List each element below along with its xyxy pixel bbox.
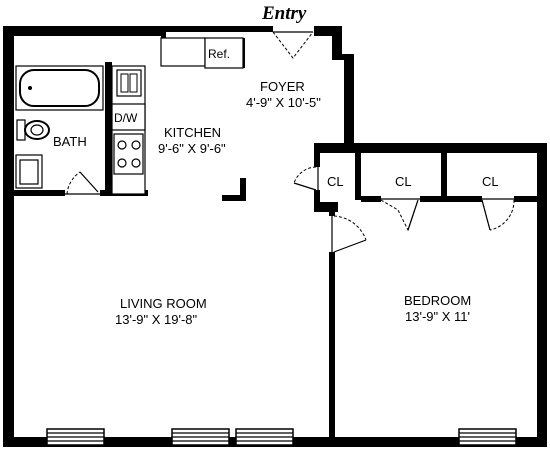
- closet-label: CL: [327, 174, 344, 189]
- dw-label: D/W: [114, 111, 138, 125]
- closet-label: CL: [482, 174, 499, 189]
- windows: [46, 428, 517, 446]
- interior-walls: [3, 62, 540, 442]
- ref-label: Ref.: [208, 47, 230, 61]
- bath-label: BATH: [53, 134, 87, 149]
- closet-label: CL: [395, 174, 412, 189]
- bath-door: [65, 171, 100, 195]
- living-dims: 13'-9" X 19'-8": [115, 312, 198, 327]
- toilet: [16, 119, 50, 141]
- bathtub: [15, 65, 104, 111]
- bedroom-door: [331, 215, 367, 253]
- entry-label: Entry: [261, 3, 307, 24]
- closet-bedroom-1: CL: [380, 174, 420, 232]
- foyer-name: FOYER: [260, 79, 305, 94]
- foyer-dims: 4'-9" X 10'-5": [246, 95, 321, 110]
- closet-bedroom-2: CL: [481, 174, 515, 231]
- kitchen-name: KITCHEN: [164, 125, 221, 140]
- kitchen-dims: 9'-6" X 9'-6": [158, 141, 226, 156]
- bedroom-dims: 13'-9" X 11': [405, 309, 470, 324]
- bath-sink: [15, 154, 43, 189]
- living-name: LIVING ROOM: [120, 296, 207, 311]
- bedroom-name: BEDROOM: [404, 293, 471, 308]
- refrigerator: Ref.: [160, 37, 245, 69]
- closet-foyer: CL: [293, 166, 344, 191]
- kitchen-counter: D/W: [111, 65, 146, 195]
- entry-door: [272, 31, 314, 59]
